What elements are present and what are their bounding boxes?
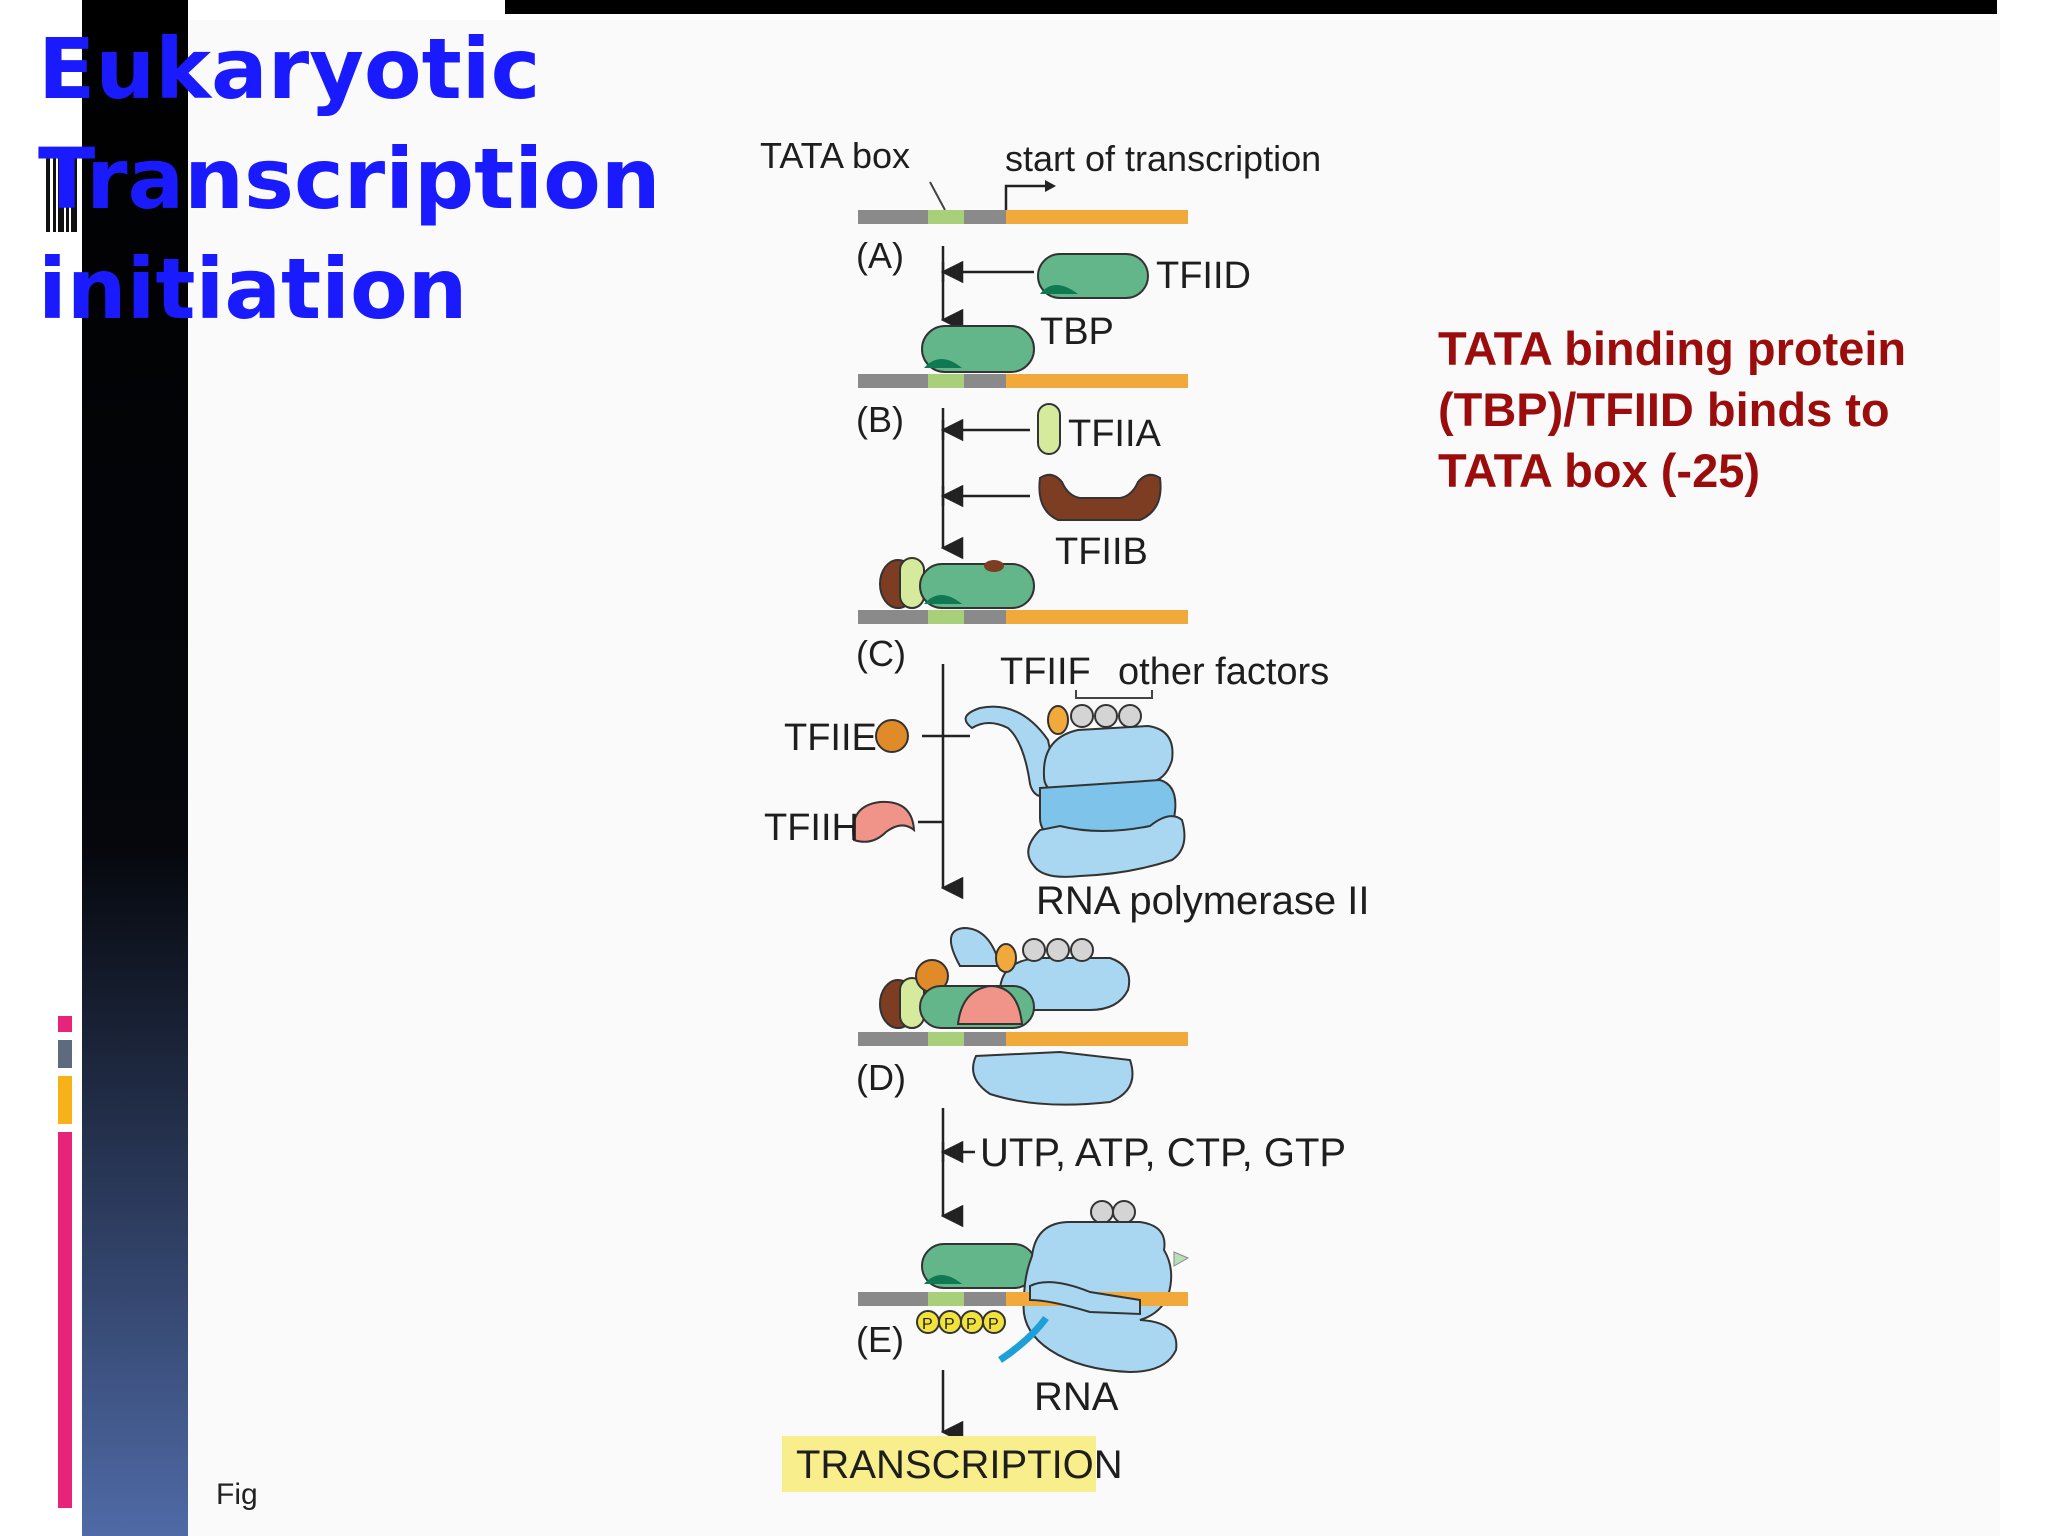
transcription-highlight	[782, 1436, 1096, 1492]
start-arrow-head	[1045, 180, 1056, 192]
other-factors-bracket	[1075, 690, 1153, 699]
slide-title: Eukaryotic Transcription initiation	[38, 14, 661, 344]
phosphate-label: P	[966, 1316, 977, 1333]
note-line: (TBP)/TFIID binds to	[1438, 383, 1890, 436]
title-line: initiation	[38, 240, 468, 338]
top-black-strip	[505, 0, 1997, 14]
tata-box-label: TATA box	[760, 135, 910, 176]
step-a-label: (A)	[856, 235, 904, 276]
note-line: TATA box (-25)	[1438, 444, 1761, 497]
dna-strand-d	[858, 1032, 1188, 1046]
tfiie-label: TFIIE	[784, 717, 877, 759]
left-accent-bars	[58, 1016, 72, 1508]
step-d-label: (D)	[856, 1057, 906, 1098]
complex-c	[879, 557, 1035, 609]
phosphate-label: P	[922, 1316, 933, 1333]
dna-strand-c	[858, 610, 1188, 624]
barcode-mark	[46, 150, 77, 232]
dna-strand-b	[858, 374, 1188, 388]
step-e-label: (E)	[856, 1319, 904, 1360]
polymerase-lower-d	[972, 1050, 1134, 1106]
note-line: TATA binding protein	[1438, 322, 1907, 375]
tfiid-label: TFIID	[1156, 255, 1251, 297]
tfiia-label: TFIIA	[1068, 413, 1162, 455]
accent-bar-yellow	[58, 1076, 72, 1124]
other-factors-label: other factors	[1118, 651, 1329, 693]
step-b-label: (B)	[856, 399, 904, 440]
tfiif-label: TFIIF	[1000, 651, 1091, 693]
rna-polymerase-ii	[964, 704, 1186, 878]
rna-transcript	[998, 1315, 1049, 1363]
nucleotides-label: UTP, ATP, CTP, GTP	[980, 1131, 1346, 1175]
tfiid-protein	[1037, 253, 1149, 299]
start-transcription-label: start of transcription	[1005, 138, 1321, 179]
polymerase-clamp-e	[1029, 1281, 1141, 1316]
accent-bar-grey	[58, 1040, 72, 1068]
title-line: Transcription	[38, 130, 661, 228]
transcription-label: TRANSCRIPTION	[796, 1443, 1123, 1487]
tfiia-protein	[1037, 403, 1061, 455]
tata-pointer-line	[929, 181, 946, 211]
phosphate-group: P P P P	[916, 1310, 1006, 1334]
tfiib-label: TFIIB	[1055, 531, 1148, 573]
rna-label: RNA	[1034, 1375, 1119, 1419]
explanation-text: TATA binding protein (TBP)/TFIID binds t…	[1438, 318, 1998, 501]
figure-caption: Fig	[216, 1478, 258, 1511]
phosphate-label: P	[944, 1316, 955, 1333]
tfiie-protein	[875, 719, 909, 753]
step-c-label: (C)	[856, 633, 906, 674]
dark-sidebar-band	[82, 0, 188, 1536]
phosphate-label: P	[988, 1316, 999, 1333]
tfiih-protein	[852, 800, 916, 843]
rna-polymerase-label: RNA polymerase II	[1036, 879, 1369, 923]
tbp-bound	[921, 325, 1035, 373]
tfiib-protein	[1038, 473, 1162, 521]
accent-bar-pink-small	[58, 1016, 72, 1032]
complex-d	[879, 926, 1131, 1029]
accent-bar-pink-long	[58, 1132, 72, 1508]
tbp-label: TBP	[1040, 311, 1114, 353]
dna-strand-a	[858, 210, 1188, 224]
title-line: Eukaryotic	[38, 20, 541, 118]
tfiih-label: TFIIH	[764, 807, 859, 849]
start-arrow	[1004, 184, 1045, 214]
